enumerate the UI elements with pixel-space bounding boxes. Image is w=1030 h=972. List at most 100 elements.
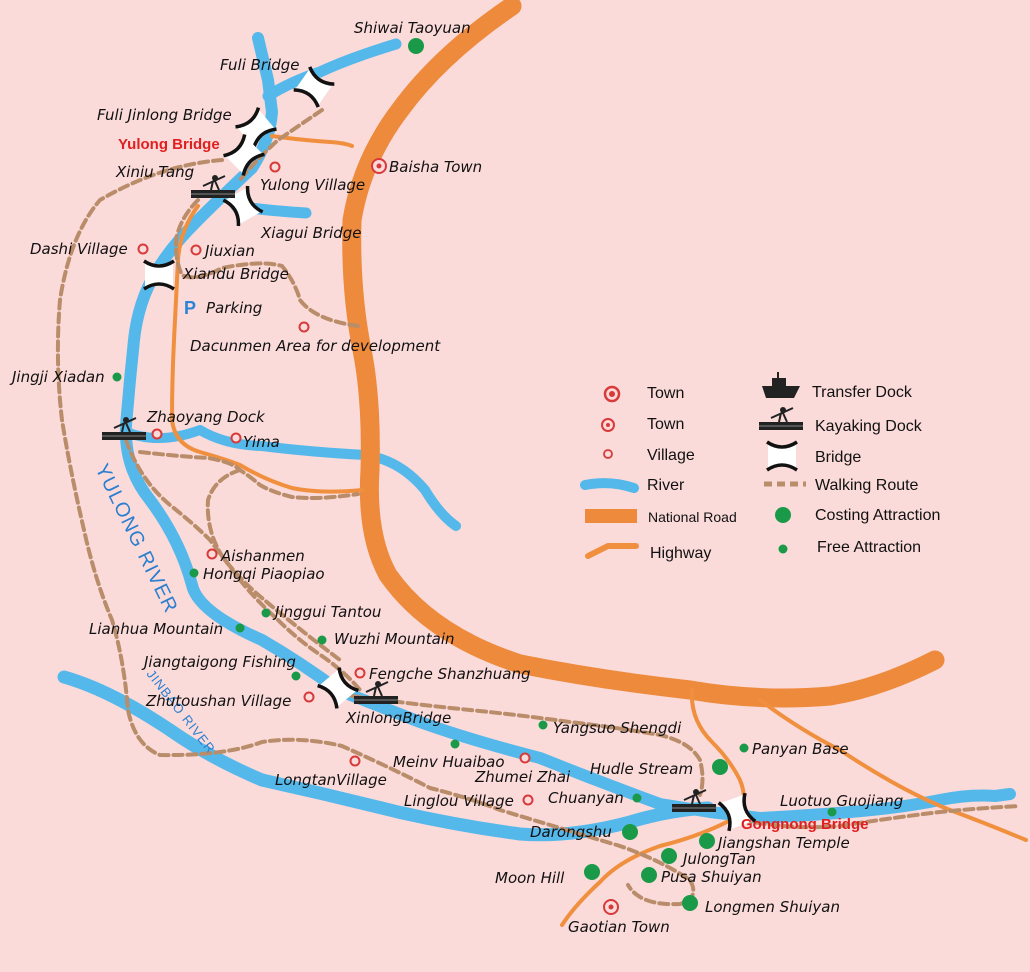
legend-town-major-label: Town [647, 385, 684, 402]
label-julongtan: JulongTan [680, 850, 756, 868]
village-marker-linglou[interactable] [522, 794, 534, 806]
label-dacunmen: Dacunmen Area for development [190, 337, 441, 355]
label-jiangtaigong-fishing: Jiangtaigong Fishing [141, 653, 296, 671]
legend-highway-icon [585, 543, 639, 559]
free-attraction-chuanyan[interactable] [632, 793, 642, 803]
costing-attraction-longmen[interactable] [682, 895, 698, 911]
label-moon-hill: Moon Hill [495, 869, 565, 887]
label-parking: Parking [206, 299, 262, 317]
legend-town-icon [601, 418, 615, 432]
jinbao-river [57, 670, 715, 842]
label-jinggui-tantou: Jinggui Tantou [272, 603, 381, 621]
legend-town-major-icon [603, 385, 621, 403]
village-marker-yima[interactable] [230, 432, 242, 444]
highway-west [170, 204, 364, 494]
legend-national-road-icon [585, 509, 637, 523]
village-marker-fengche[interactable] [354, 667, 366, 679]
highway-east [758, 698, 1028, 842]
free-attraction-lianhua[interactable] [235, 623, 245, 633]
legend-village-label: Village [647, 447, 695, 464]
costing-attraction-shiwai[interactable] [408, 38, 424, 54]
town-marker-gaotian[interactable] [603, 899, 619, 915]
label-longmen-shuiyan: Longmen Shuiyan [705, 898, 840, 916]
costing-attraction-darongshu[interactable] [622, 824, 638, 840]
free-attraction-meinv[interactable] [450, 739, 460, 749]
label-jiuxian: Jiuxian [202, 242, 255, 260]
label-longtan-village: LongtanVillage [275, 771, 387, 789]
label-yima: Yima [243, 433, 280, 451]
village-marker-dashi[interactable] [137, 243, 149, 255]
label-lianhua-mountain: Lianhua Mountain [89, 620, 223, 638]
walking-route-yima [138, 450, 360, 500]
national-road [342, 0, 945, 708]
village-marker-longtan[interactable] [349, 755, 361, 767]
village-marker-dacunmen[interactable] [298, 321, 310, 333]
label-fuli-bridge: Fuli Bridge [220, 56, 300, 74]
legend-costing-attraction-label: Costing Attraction [815, 507, 940, 524]
legend-national-road-label: National Road [648, 509, 737, 525]
bridge-icon-xiandu[interactable] [142, 259, 176, 291]
free-attraction-jingji[interactable] [112, 372, 122, 382]
label-jiangshan-temple: Jiangshan Temple [715, 834, 850, 852]
costing-attraction-julongtan[interactable] [661, 848, 677, 864]
legend: Town Town Village River National Road Hi… [580, 372, 940, 562]
label-xiniu-tang: Xiniu Tang [115, 163, 194, 181]
label-chuanyan: Chuanyan [548, 789, 624, 807]
label-pusa-shuiyan: Pusa Shuiyan [661, 868, 762, 886]
village-marker-jiuxian[interactable] [190, 244, 202, 256]
label-yulong-village: Yulong Village [260, 176, 365, 194]
label-hongqi-piaopiao: Hongqi Piaopiao [203, 565, 325, 583]
label-meinv-huaibao: Meinv Huaibao [393, 753, 505, 771]
legend-costing-attraction-icon [775, 507, 791, 523]
walking-route-west [55, 158, 696, 907]
legend-town-label: Town [647, 416, 684, 433]
costing-attraction-hudle[interactable] [712, 759, 728, 775]
label-luotuo-guojiang: Luotuo Guojiang [780, 792, 903, 810]
free-attraction-jiangtaigong[interactable] [291, 671, 301, 681]
costing-attraction-jiangshan[interactable] [699, 833, 715, 849]
highway-yulong [270, 134, 354, 148]
river-branch-fuli [262, 38, 402, 102]
free-attraction-yangsuo[interactable] [538, 720, 548, 730]
legend-river-label: River [647, 477, 685, 494]
town-marker-baisha[interactable] [371, 158, 387, 174]
label-gongnong-bridge: Gongnong Bridge [741, 816, 868, 833]
label-darongshu: Darongshu [530, 823, 612, 841]
legend-bridge-label: Bridge [815, 449, 861, 466]
label-aishanmen: Aishanmen [220, 547, 305, 565]
label-xiandu-bridge: Xiandu Bridge [182, 265, 289, 283]
walking-route-east [173, 198, 360, 328]
free-attraction-panyan[interactable] [739, 743, 749, 753]
free-attraction-jinggui[interactable] [261, 608, 271, 618]
village-marker-zhumei[interactable] [519, 752, 531, 764]
walking-route-fuli [238, 108, 324, 182]
label-yulong-bridge: Yulong Bridge [118, 136, 220, 153]
label-yangsuo-shengdi: Yangsuo Shengdi [553, 719, 682, 737]
village-marker-zhaoyang[interactable] [151, 428, 163, 440]
village-marker-aishanmen[interactable] [206, 548, 218, 560]
label-fengche-shanzhuang: Fengche Shanzhuang [369, 665, 530, 683]
legend-village-icon [603, 449, 613, 459]
village-marker-yulong[interactable] [269, 161, 281, 173]
legend-transfer-dock-icon [762, 372, 800, 398]
walking-route-xinlong [350, 694, 705, 797]
label-xinlong-bridge: XinlongBridge [345, 709, 451, 727]
walking-routes [55, 108, 1022, 907]
costing-attraction-pusa[interactable] [641, 867, 657, 883]
label-dashi-village: Dashi Village [30, 240, 128, 258]
place-labels: Shiwai Taoyuan Fuli Bridge Fuli Jinlong … [9, 19, 903, 936]
legend-highway-label: Highway [650, 545, 711, 562]
costing-attraction-moonhill[interactable] [584, 864, 600, 880]
parking-icon: P [184, 298, 196, 318]
free-attraction-wuzhi[interactable] [317, 635, 327, 645]
free-attraction-luotuo[interactable] [827, 807, 837, 817]
settlements [137, 158, 619, 915]
village-marker-zhutoushan[interactable] [303, 691, 315, 703]
label-jingji-xiadan: Jingji Xiadan [9, 368, 105, 386]
walking-route-gongnong [740, 804, 1022, 830]
legend-free-attraction-icon [778, 544, 788, 554]
legend-transfer-dock-label: Transfer Dock [812, 384, 913, 401]
free-attraction-hongqi[interactable] [189, 568, 199, 578]
label-hudle-stream: Hudle Stream [590, 760, 693, 778]
legend-kayaking-dock-label: Kayaking Dock [815, 418, 923, 435]
